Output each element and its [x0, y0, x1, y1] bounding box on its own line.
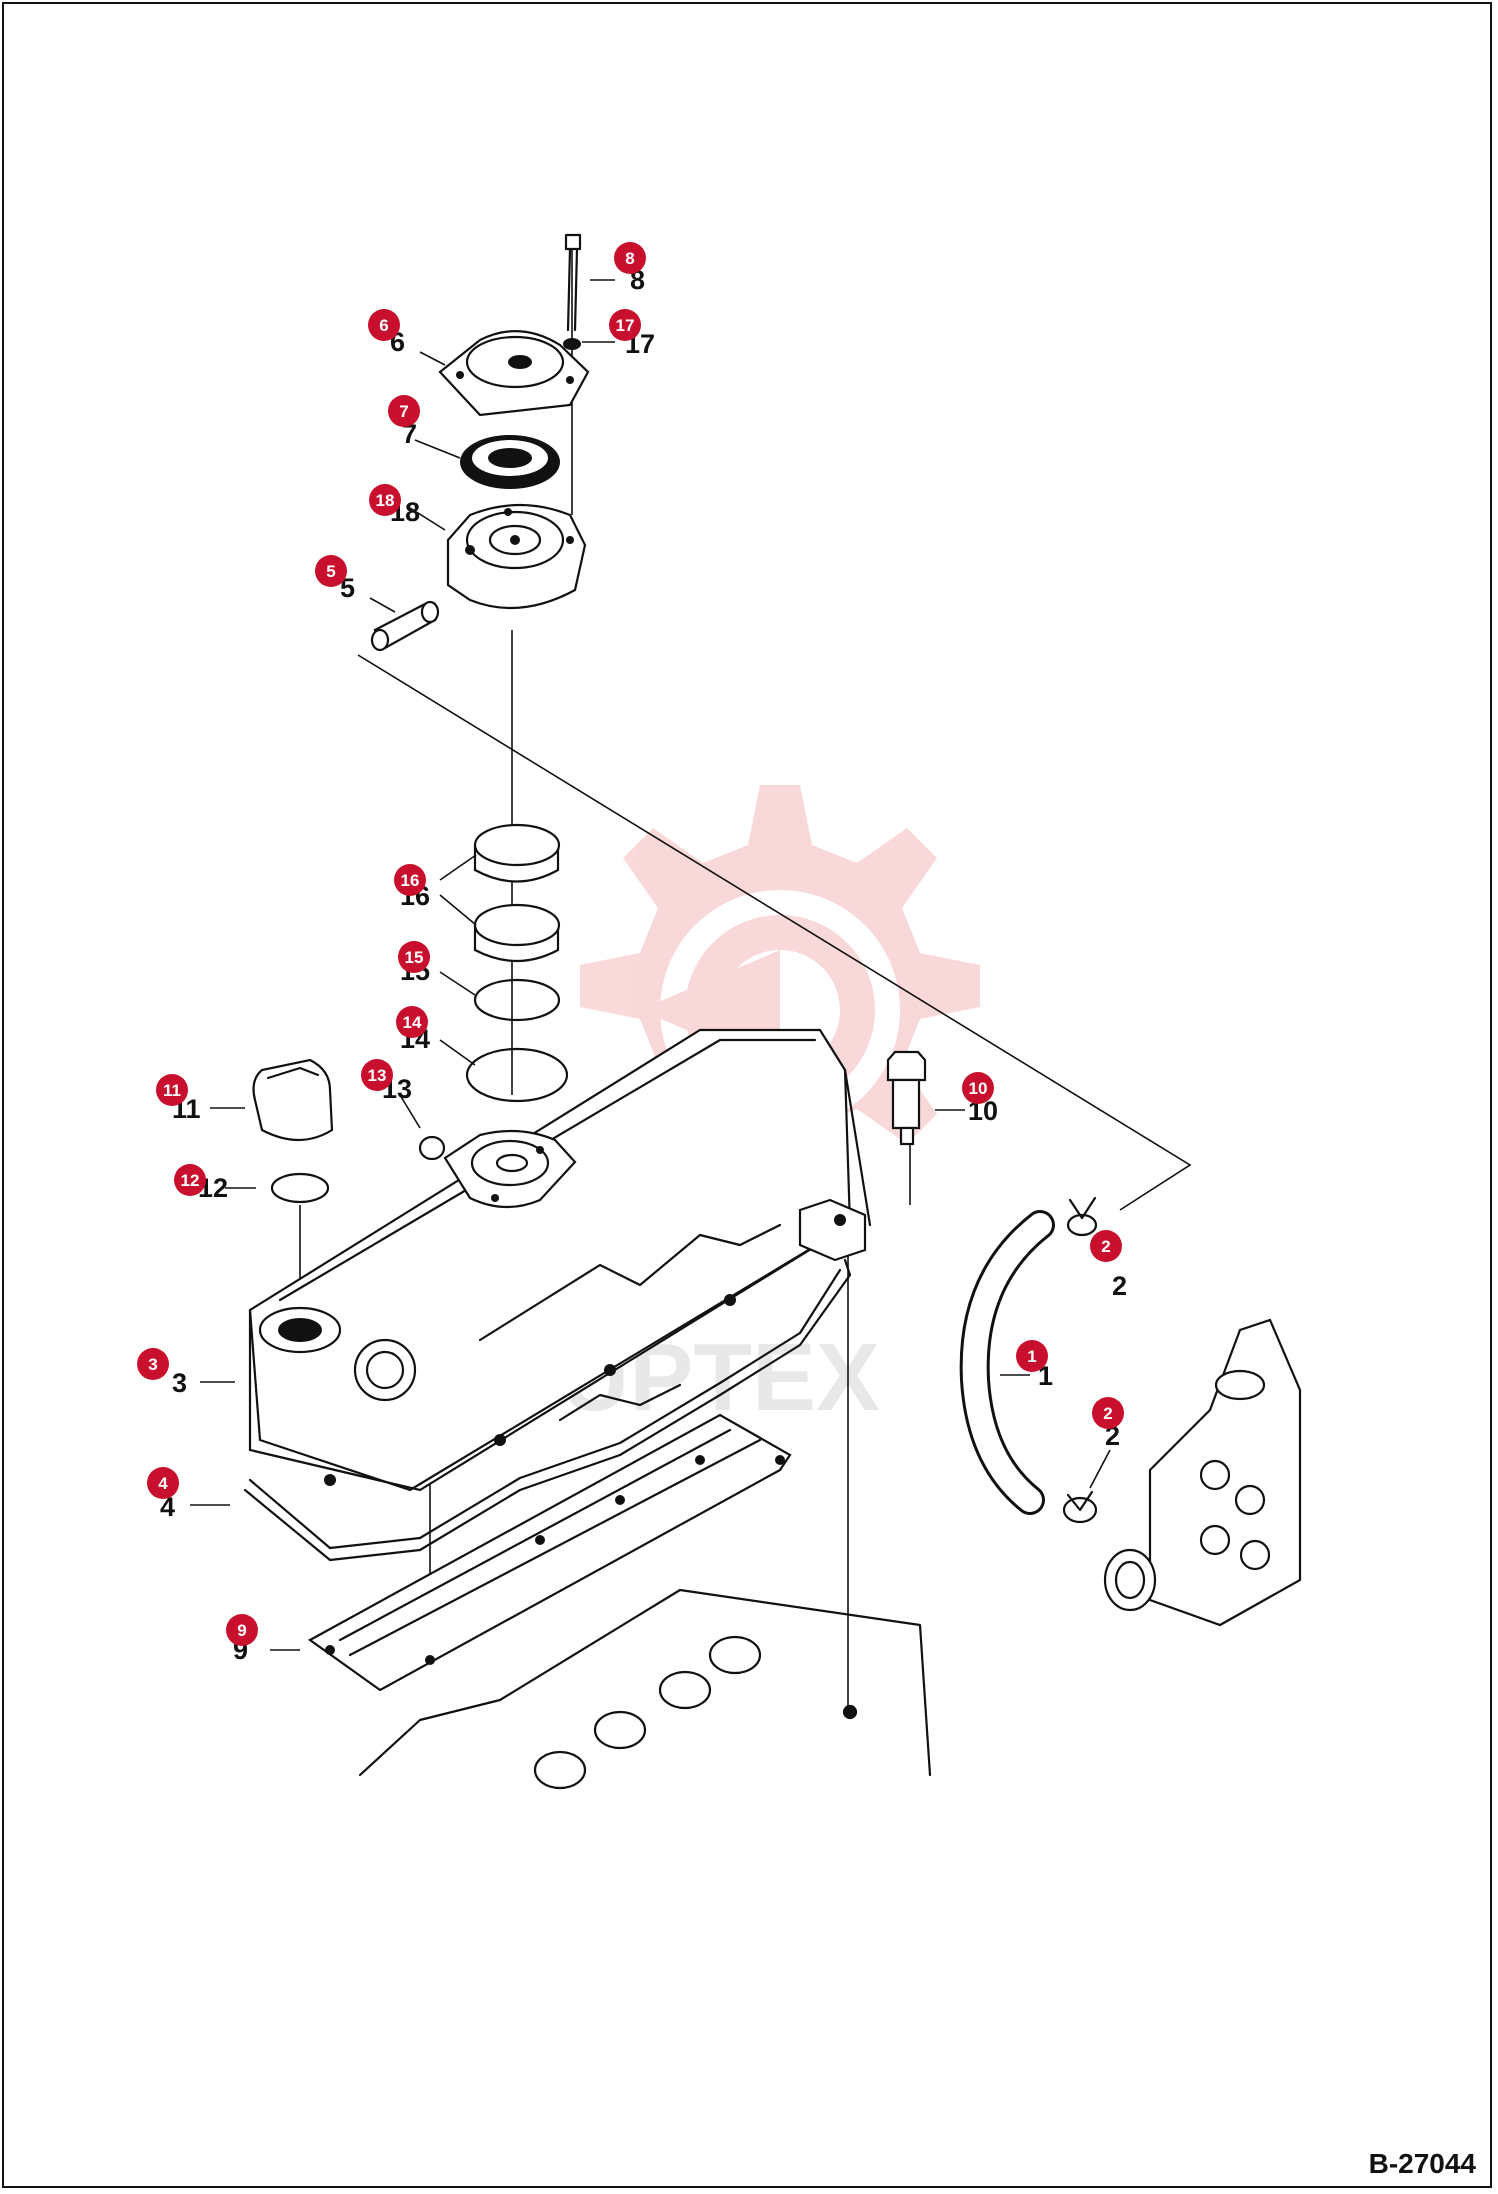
callout-3[interactable]: 3	[137, 1348, 169, 1380]
part-gasket-plate-9	[307, 1413, 792, 1692]
svg-text:10: 10	[969, 1079, 988, 1098]
part-oring-14	[465, 1047, 569, 1103]
part-label-2a: 2	[1112, 1271, 1127, 1301]
callout-17[interactable]: 17	[609, 309, 641, 341]
callout-13[interactable]: 13	[361, 1059, 393, 1091]
svg-text:2: 2	[1101, 1237, 1110, 1256]
callout-11[interactable]: 11	[156, 1074, 188, 1106]
callout-16[interactable]: 16	[394, 864, 426, 896]
svg-text:12: 12	[181, 1171, 200, 1190]
callout-7[interactable]: 7	[388, 395, 420, 427]
callout-2b[interactable]: 2	[1092, 1397, 1124, 1429]
part-label-3: 3	[172, 1368, 187, 1398]
svg-text:8: 8	[625, 249, 634, 268]
svg-text:2: 2	[1103, 1404, 1112, 1423]
svg-text:13: 13	[368, 1066, 387, 1085]
part-clamp-2-lower	[1062, 1490, 1098, 1524]
callout-14[interactable]: 14	[396, 1006, 428, 1038]
part-valve-cover-3	[248, 1028, 872, 1492]
svg-text:1: 1	[1027, 1347, 1036, 1366]
svg-text:3: 3	[148, 1355, 157, 1374]
part-label-4: 4	[160, 1492, 175, 1522]
svg-text:7: 7	[399, 402, 408, 421]
callout-1[interactable]: 1	[1016, 1340, 1048, 1372]
part-breather-body-18	[446, 503, 587, 610]
svg-text:17: 17	[616, 316, 635, 335]
part-diaphragm-7	[460, 435, 560, 489]
part-thermostat-housing	[1103, 1318, 1302, 1627]
callout-9[interactable]: 9	[226, 1614, 258, 1646]
part-cover-6	[438, 330, 590, 417]
svg-text:6: 6	[379, 316, 388, 335]
label-leader-lines	[190, 279, 1111, 1651]
diagram-reference-code: B-27044	[1368, 2148, 1476, 2179]
callout-15[interactable]: 15	[398, 941, 430, 973]
callout-18[interactable]: 18	[369, 484, 401, 516]
part-engine-block	[358, 1588, 932, 1790]
part-washer-17	[563, 338, 581, 350]
callout-5[interactable]: 5	[315, 555, 347, 587]
callout-4[interactable]: 4	[147, 1467, 179, 1499]
callout-2a[interactable]: 2	[1090, 1230, 1122, 1262]
svg-text:14: 14	[403, 1013, 422, 1032]
part-pipe-5	[370, 600, 440, 652]
svg-text:11: 11	[163, 1081, 181, 1100]
part-ring-12	[270, 1172, 330, 1204]
svg-text:9: 9	[237, 1621, 246, 1640]
svg-text:16: 16	[401, 871, 420, 890]
svg-text:15: 15	[405, 948, 424, 967]
callout-8[interactable]: 8	[614, 242, 646, 274]
part-bolt-8	[564, 233, 582, 332]
part-clamp-2-upper	[1066, 1196, 1098, 1237]
callout-12[interactable]: 12	[174, 1164, 206, 1196]
part-plug-13	[418, 1135, 446, 1161]
part-filters-16	[473, 823, 561, 963]
part-gasket-4	[243, 1258, 852, 1562]
callout-markers: 1 2 2 3 4 5 6 7	[137, 242, 1124, 1646]
callout-10[interactable]: 10	[962, 1072, 994, 1104]
svg-text:4: 4	[158, 1474, 168, 1493]
part-bolt-10	[886, 1050, 927, 1146]
callout-6[interactable]: 6	[368, 309, 400, 341]
part-seal-15	[473, 978, 561, 1022]
svg-text:5: 5	[326, 562, 335, 581]
svg-text:18: 18	[376, 491, 395, 510]
part-cap-11	[252, 1058, 334, 1141]
part-gasket-4-inner	[248, 1268, 842, 1550]
